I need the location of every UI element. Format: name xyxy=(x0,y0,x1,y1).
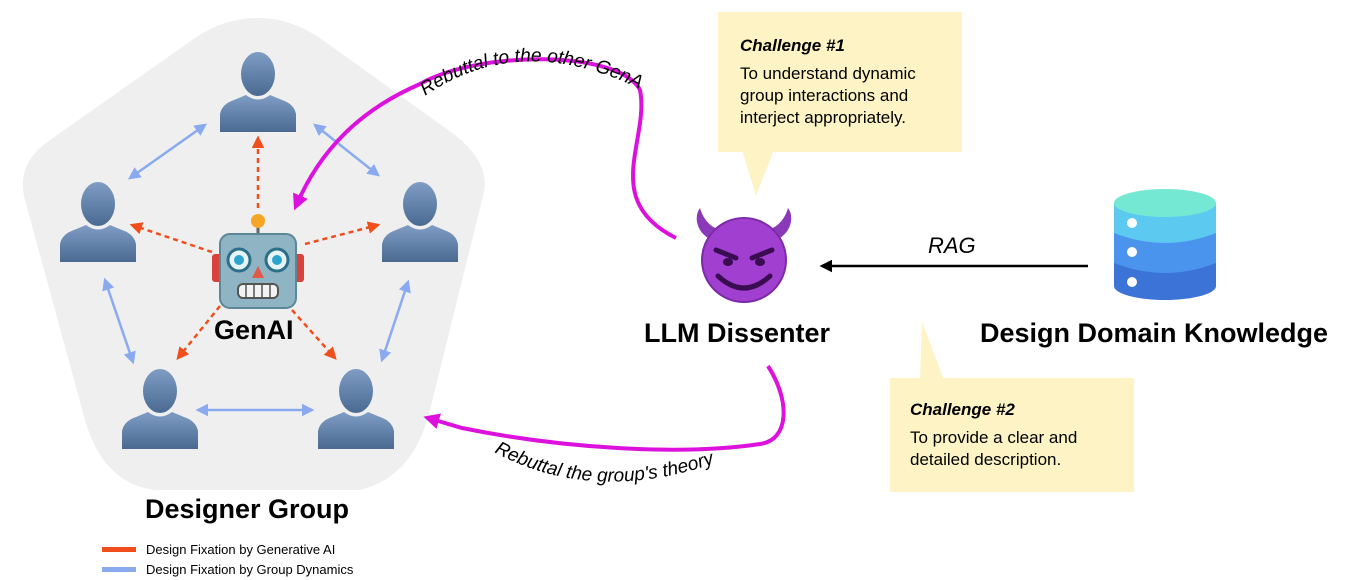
rag-label: RAG xyxy=(928,233,976,258)
design-domain-knowledge-label: Design Domain Knowledge xyxy=(980,318,1329,348)
llm-dissenter-label: LLM Dissenter xyxy=(644,318,831,348)
challenge-2-body: To provide a clear and detailed descript… xyxy=(910,428,1078,469)
rebuttal-bottom-arrow xyxy=(423,364,786,452)
callout-1-pointer xyxy=(742,150,774,196)
legend-label-group: Design Fixation by Group Dynamics xyxy=(146,562,354,577)
devil-icon xyxy=(696,208,792,303)
challenge-1-title: Challenge #1 xyxy=(740,36,845,55)
legend-label-genai: Design Fixation by Generative AI xyxy=(146,542,336,557)
database-icon xyxy=(1114,189,1216,300)
rebuttal-bottom-label: Rebuttal the group's theory xyxy=(492,438,718,487)
legend-item-group: Design Fixation by Group Dynamics xyxy=(102,562,353,577)
legend-swatch-genai xyxy=(102,547,136,552)
challenge-1-callout: Challenge #1 To understand dynamic group… xyxy=(718,12,962,152)
genai-label: GenAI xyxy=(214,315,294,345)
legend-item-genai: Design Fixation by Generative AI xyxy=(102,542,335,557)
legend-swatch-group xyxy=(102,567,136,572)
designer-group-label: Designer Group xyxy=(145,494,350,524)
challenge-2-callout: Challenge #2 To provide a clear and deta… xyxy=(890,378,1134,492)
challenge-2-title: Challenge #2 xyxy=(910,400,1015,419)
robot-icon xyxy=(212,214,304,309)
challenge-1-body: To understand dynamic group interactions… xyxy=(740,64,916,127)
callout-2-pointer xyxy=(920,322,944,380)
rebuttal-top-arrow xyxy=(293,57,677,240)
genai-fixation-arrows xyxy=(129,135,381,360)
group-dynamics-arrows xyxy=(102,123,411,417)
